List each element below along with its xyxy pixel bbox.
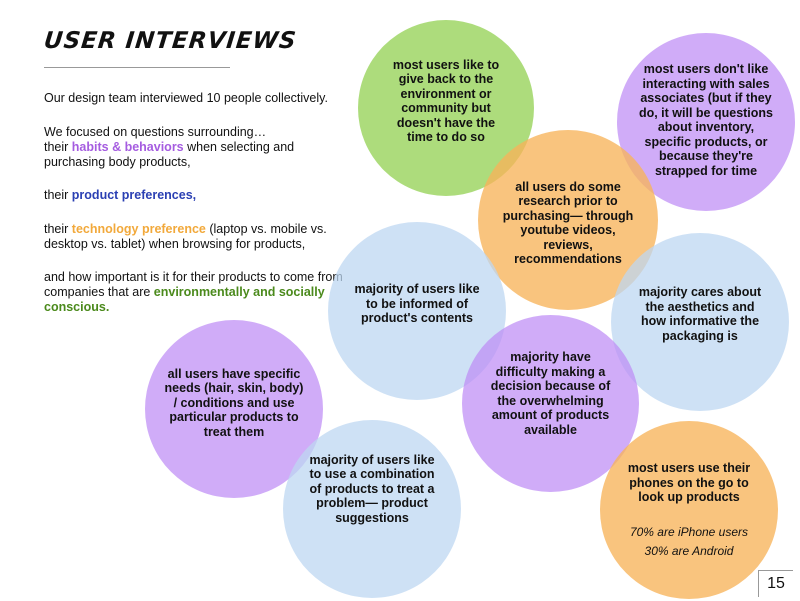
bubble-orange-bottom: most users use their phones on the go to… <box>600 421 778 599</box>
pref-post: , <box>192 188 197 202</box>
env-pre: and how important is it for their produc… <box>44 270 343 299</box>
page-title: USER INTERVIEWS <box>42 28 298 54</box>
bubble-blue-right-text: majority cares about the aesthetics and … <box>638 285 762 343</box>
env-highlight: environmentally and socially conscious <box>44 285 325 314</box>
bubble-blue-bottom-text: majority of users like to use a combinat… <box>309 452 435 525</box>
bubble-blue-right: majority cares about the aesthetics and … <box>611 233 789 411</box>
focus-intro-label: We focused on questions surrounding… <box>44 125 267 139</box>
preference-item: their product preferences, <box>44 188 344 203</box>
bubble-orange-bottom-stat2: 30% are Android <box>644 543 734 558</box>
title-divider <box>44 67 230 68</box>
env-post: . <box>105 300 110 314</box>
bubble-blue-bottom: majority of users like to use a combinat… <box>283 420 461 598</box>
pref-highlight: product preferences <box>71 188 193 202</box>
bubble-orange-middle-text: all users do some research prior to purc… <box>502 179 634 267</box>
environment-item: and how important is it for their produc… <box>44 270 344 315</box>
habits-post: when selecting and purchasing body produ… <box>44 140 295 169</box>
bubble-orange-bottom-text: most users use their phones on the go to… <box>627 461 751 505</box>
page-number: 15 <box>758 570 793 597</box>
tech-pre: their <box>44 222 72 236</box>
bubble-purple-left-text: all users have specific needs (hair, ski… <box>164 366 304 439</box>
habits-pre: their <box>44 140 72 154</box>
focus-intro: We focused on questions surrounding… the… <box>44 125 344 170</box>
bubble-purple-middle-text: majority have difficulty making a decisi… <box>490 350 611 437</box>
bubble-green-top-text: most users like to give back to the envi… <box>392 57 500 145</box>
intro-text: Our design team interviewed 10 people co… <box>44 91 328 105</box>
pref-pre: their <box>44 188 72 202</box>
tech-post: (laptop vs. mobile vs. desktop vs. table… <box>44 222 327 251</box>
bubble-orange-bottom-stat1: 70% are iPhone users <box>629 524 749 539</box>
bubble-purple-middle: majority have difficulty making a decisi… <box>462 315 639 492</box>
bubble-purple-top-text: most users don't like interacting with s… <box>638 62 774 178</box>
tech-highlight: technology preference <box>71 222 206 236</box>
technology-item: their technology preference (laptop vs. … <box>44 222 344 252</box>
bubble-blue-left-text: majority of users like to be informed of… <box>354 282 480 326</box>
habits-highlight: habits & behaviors <box>71 140 184 154</box>
